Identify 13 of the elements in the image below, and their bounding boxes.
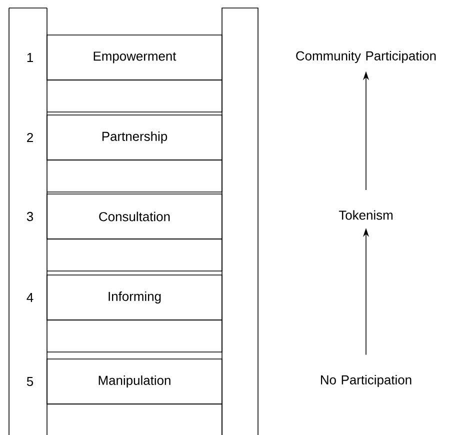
rung-box: Empowerment bbox=[46, 34, 222, 80]
level-label: Community Participation bbox=[296, 50, 436, 64]
rung-number: 2 bbox=[27, 132, 33, 142]
level-label: No Participation bbox=[321, 374, 412, 388]
rung-number: 1 bbox=[27, 53, 33, 62]
rung-box: Manipulation bbox=[46, 358, 222, 404]
rung-box: Consultation bbox=[46, 194, 222, 240]
rung-number: 5 bbox=[26, 376, 34, 386]
rung-box: Partnership bbox=[46, 114, 222, 160]
rung-number: 3 bbox=[26, 212, 34, 222]
rung-box: Informing bbox=[46, 274, 222, 320]
rung-number: 4 bbox=[26, 293, 34, 302]
level-label: Tokenism bbox=[338, 210, 392, 220]
